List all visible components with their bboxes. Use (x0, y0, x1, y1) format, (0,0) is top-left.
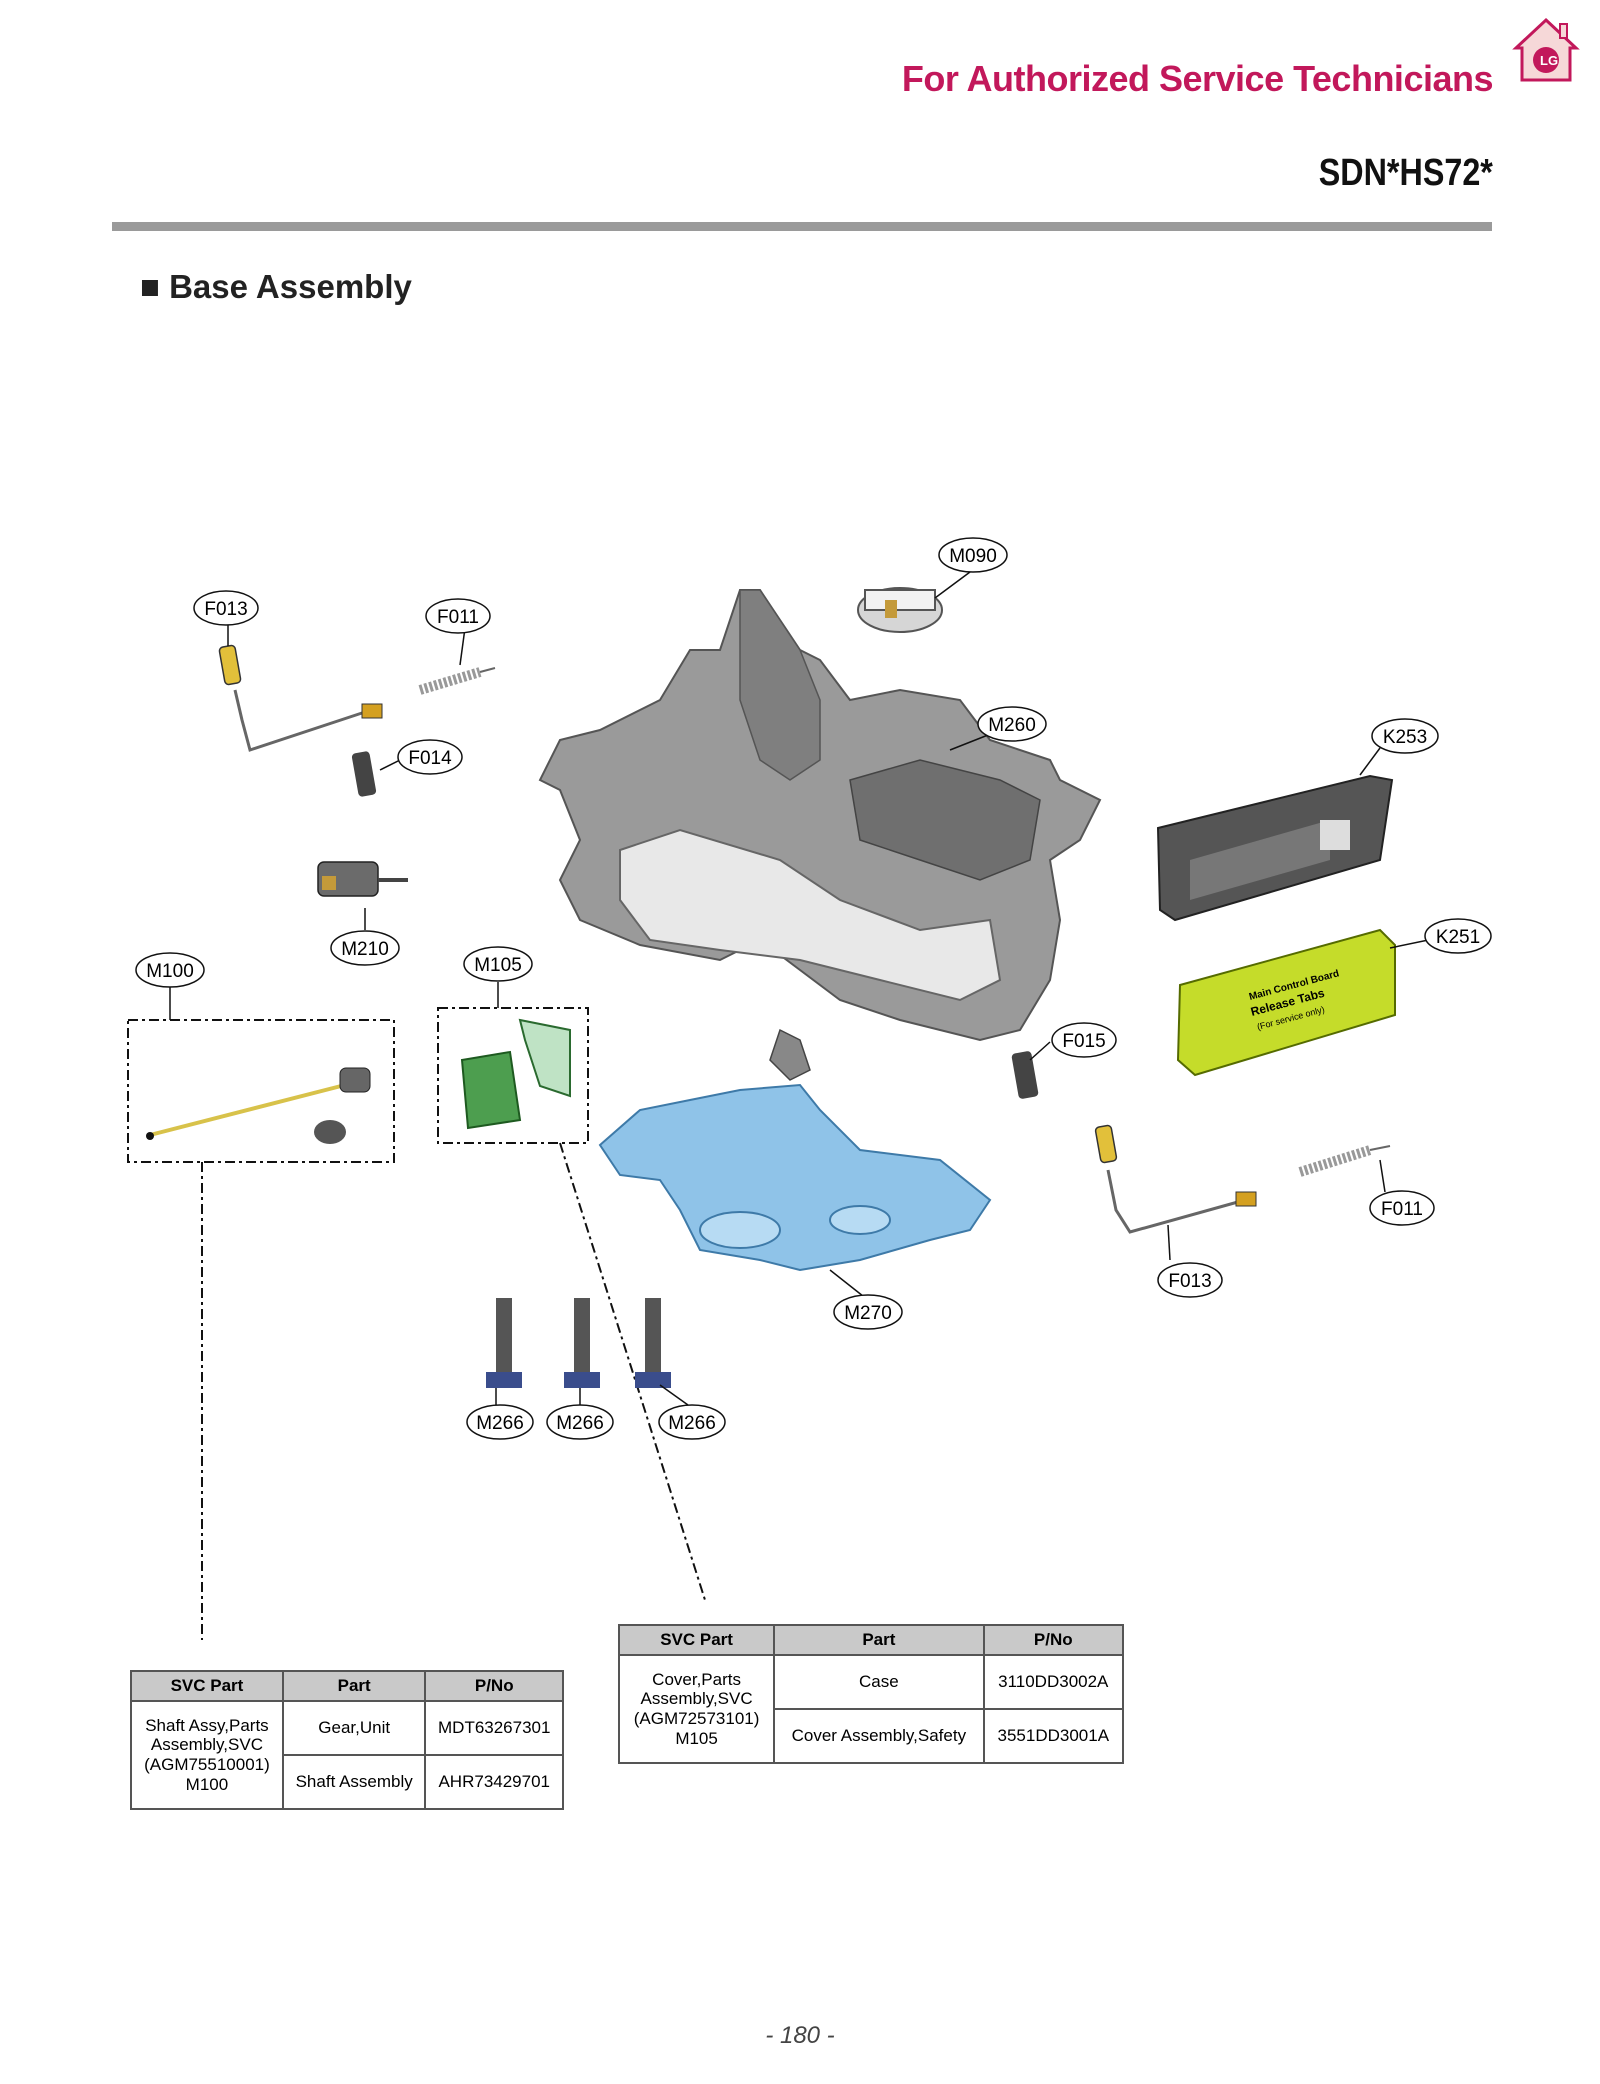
callout-m270: M270 (833, 1294, 903, 1330)
svg-text:F015: F015 (1062, 1031, 1105, 1052)
table-header: Part (773, 1624, 985, 1656)
table-header: SVC Part (617, 1624, 776, 1656)
callout-m266-a: M266 (466, 1404, 534, 1440)
pno-cell: 3551DD3001A (982, 1708, 1125, 1764)
part-cell: Cover Assembly,Safety (773, 1708, 985, 1764)
callout-m100: M100 (135, 952, 205, 988)
svg-text:M105: M105 (474, 955, 522, 976)
table-header: P/No (982, 1624, 1125, 1656)
pno-cell: AHR73429701 (424, 1754, 564, 1810)
table-header: SVC Part (130, 1670, 284, 1702)
part-cell: Case (773, 1654, 985, 1710)
callout-f011-a: F011 (425, 598, 491, 634)
callout-k251: K251 (1424, 918, 1492, 954)
svg-text:M270: M270 (844, 1303, 892, 1324)
callout-m090: M090 (938, 537, 1008, 573)
gear-bracket-part (857, 587, 943, 633)
svg-text:F011: F011 (437, 607, 479, 628)
screw-part (486, 1298, 671, 1388)
callout-f013-a: F013 (193, 590, 259, 626)
shaft-assembly-part (127, 1019, 395, 1640)
svg-text:M100: M100 (146, 961, 194, 982)
callout-m210: M210 (330, 930, 400, 966)
table-row: Cover,Parts Assembly,SVC (AGM72573101) M… (617, 1654, 1125, 1764)
svg-text:M266: M266 (556, 1413, 604, 1434)
table-row: Cover Assembly,Safety 3551DD3001A (619, 1708, 1125, 1764)
svg-text:M266: M266 (668, 1413, 716, 1434)
section-title: ■ Base Assembly (140, 268, 412, 305)
svg-text:M210: M210 (341, 939, 389, 960)
left-spring-link-part (218, 644, 496, 897)
callout-m105: M105 (463, 946, 533, 982)
svc-table-m100: SVC Part Part P/No Shaft Assy,Parts Asse… (130, 1670, 564, 1810)
svc-part-cell: Cover,Parts Assembly,SVC (AGM72573101) M… (617, 1654, 776, 1764)
callout-f015: F015 (1051, 1022, 1117, 1058)
right-spring-link-part (1011, 1051, 1391, 1234)
svg-text:LG: LG (1540, 53, 1558, 68)
callout-f011-b: F011 (1369, 1190, 1435, 1226)
svg-text:F011: F011 (1381, 1199, 1423, 1220)
control-board-cover-part: Main Control Board Release Tabs (For ser… (1176, 928, 1396, 1077)
svg-text:K251: K251 (1436, 927, 1480, 948)
svg-text:F013: F013 (1168, 1271, 1211, 1292)
callout-f013-b: F013 (1157, 1262, 1223, 1298)
table-row: Shaft Assy,Parts Assembly,SVC (AGM755100… (130, 1700, 564, 1810)
svg-text:K253: K253 (1383, 727, 1427, 748)
table-header: Part (281, 1670, 427, 1702)
callout-m266-b: M266 (546, 1404, 614, 1440)
base-cover-part (598, 1083, 992, 1272)
svc-part-cell: Shaft Assy,Parts Assembly,SVC (AGM755100… (130, 1700, 284, 1810)
model-number: SDN*HS72* (1318, 152, 1493, 194)
page-number: - 180 - (765, 2022, 835, 2049)
callout-m260: M260 (977, 706, 1047, 742)
svg-text:M266: M266 (476, 1413, 524, 1434)
table-row: Shaft Assembly AHR73429701 (131, 1754, 564, 1810)
svg-text:M090: M090 (949, 546, 997, 567)
header-divider (112, 222, 1492, 231)
svg-text:F013: F013 (204, 599, 247, 620)
part-cell: Shaft Assembly (281, 1754, 427, 1810)
svg-text:M260: M260 (988, 715, 1036, 736)
callout-m266-c: M266 (658, 1404, 726, 1440)
pno-cell: 3110DD3002A (982, 1654, 1125, 1710)
lg-home-logo-icon: LG (1512, 17, 1580, 82)
pno-cell: MDT63267301 (424, 1700, 564, 1756)
header-title: For Authorized Service Technicians (901, 58, 1494, 99)
callout-k253: K253 (1371, 718, 1439, 754)
svg-text:F014: F014 (408, 748, 452, 769)
table-header: P/No (424, 1670, 564, 1702)
safety-cover-assembly-part (437, 1007, 706, 1601)
part-cell: Gear,Unit (281, 1700, 427, 1756)
callout-f014: F014 (397, 739, 463, 775)
svc-table-m105: SVC Part Part P/No Cover,Parts Assembly,… (617, 1624, 1125, 1764)
base-frame-part (538, 589, 1102, 1081)
rear-panel-part (1156, 774, 1394, 922)
